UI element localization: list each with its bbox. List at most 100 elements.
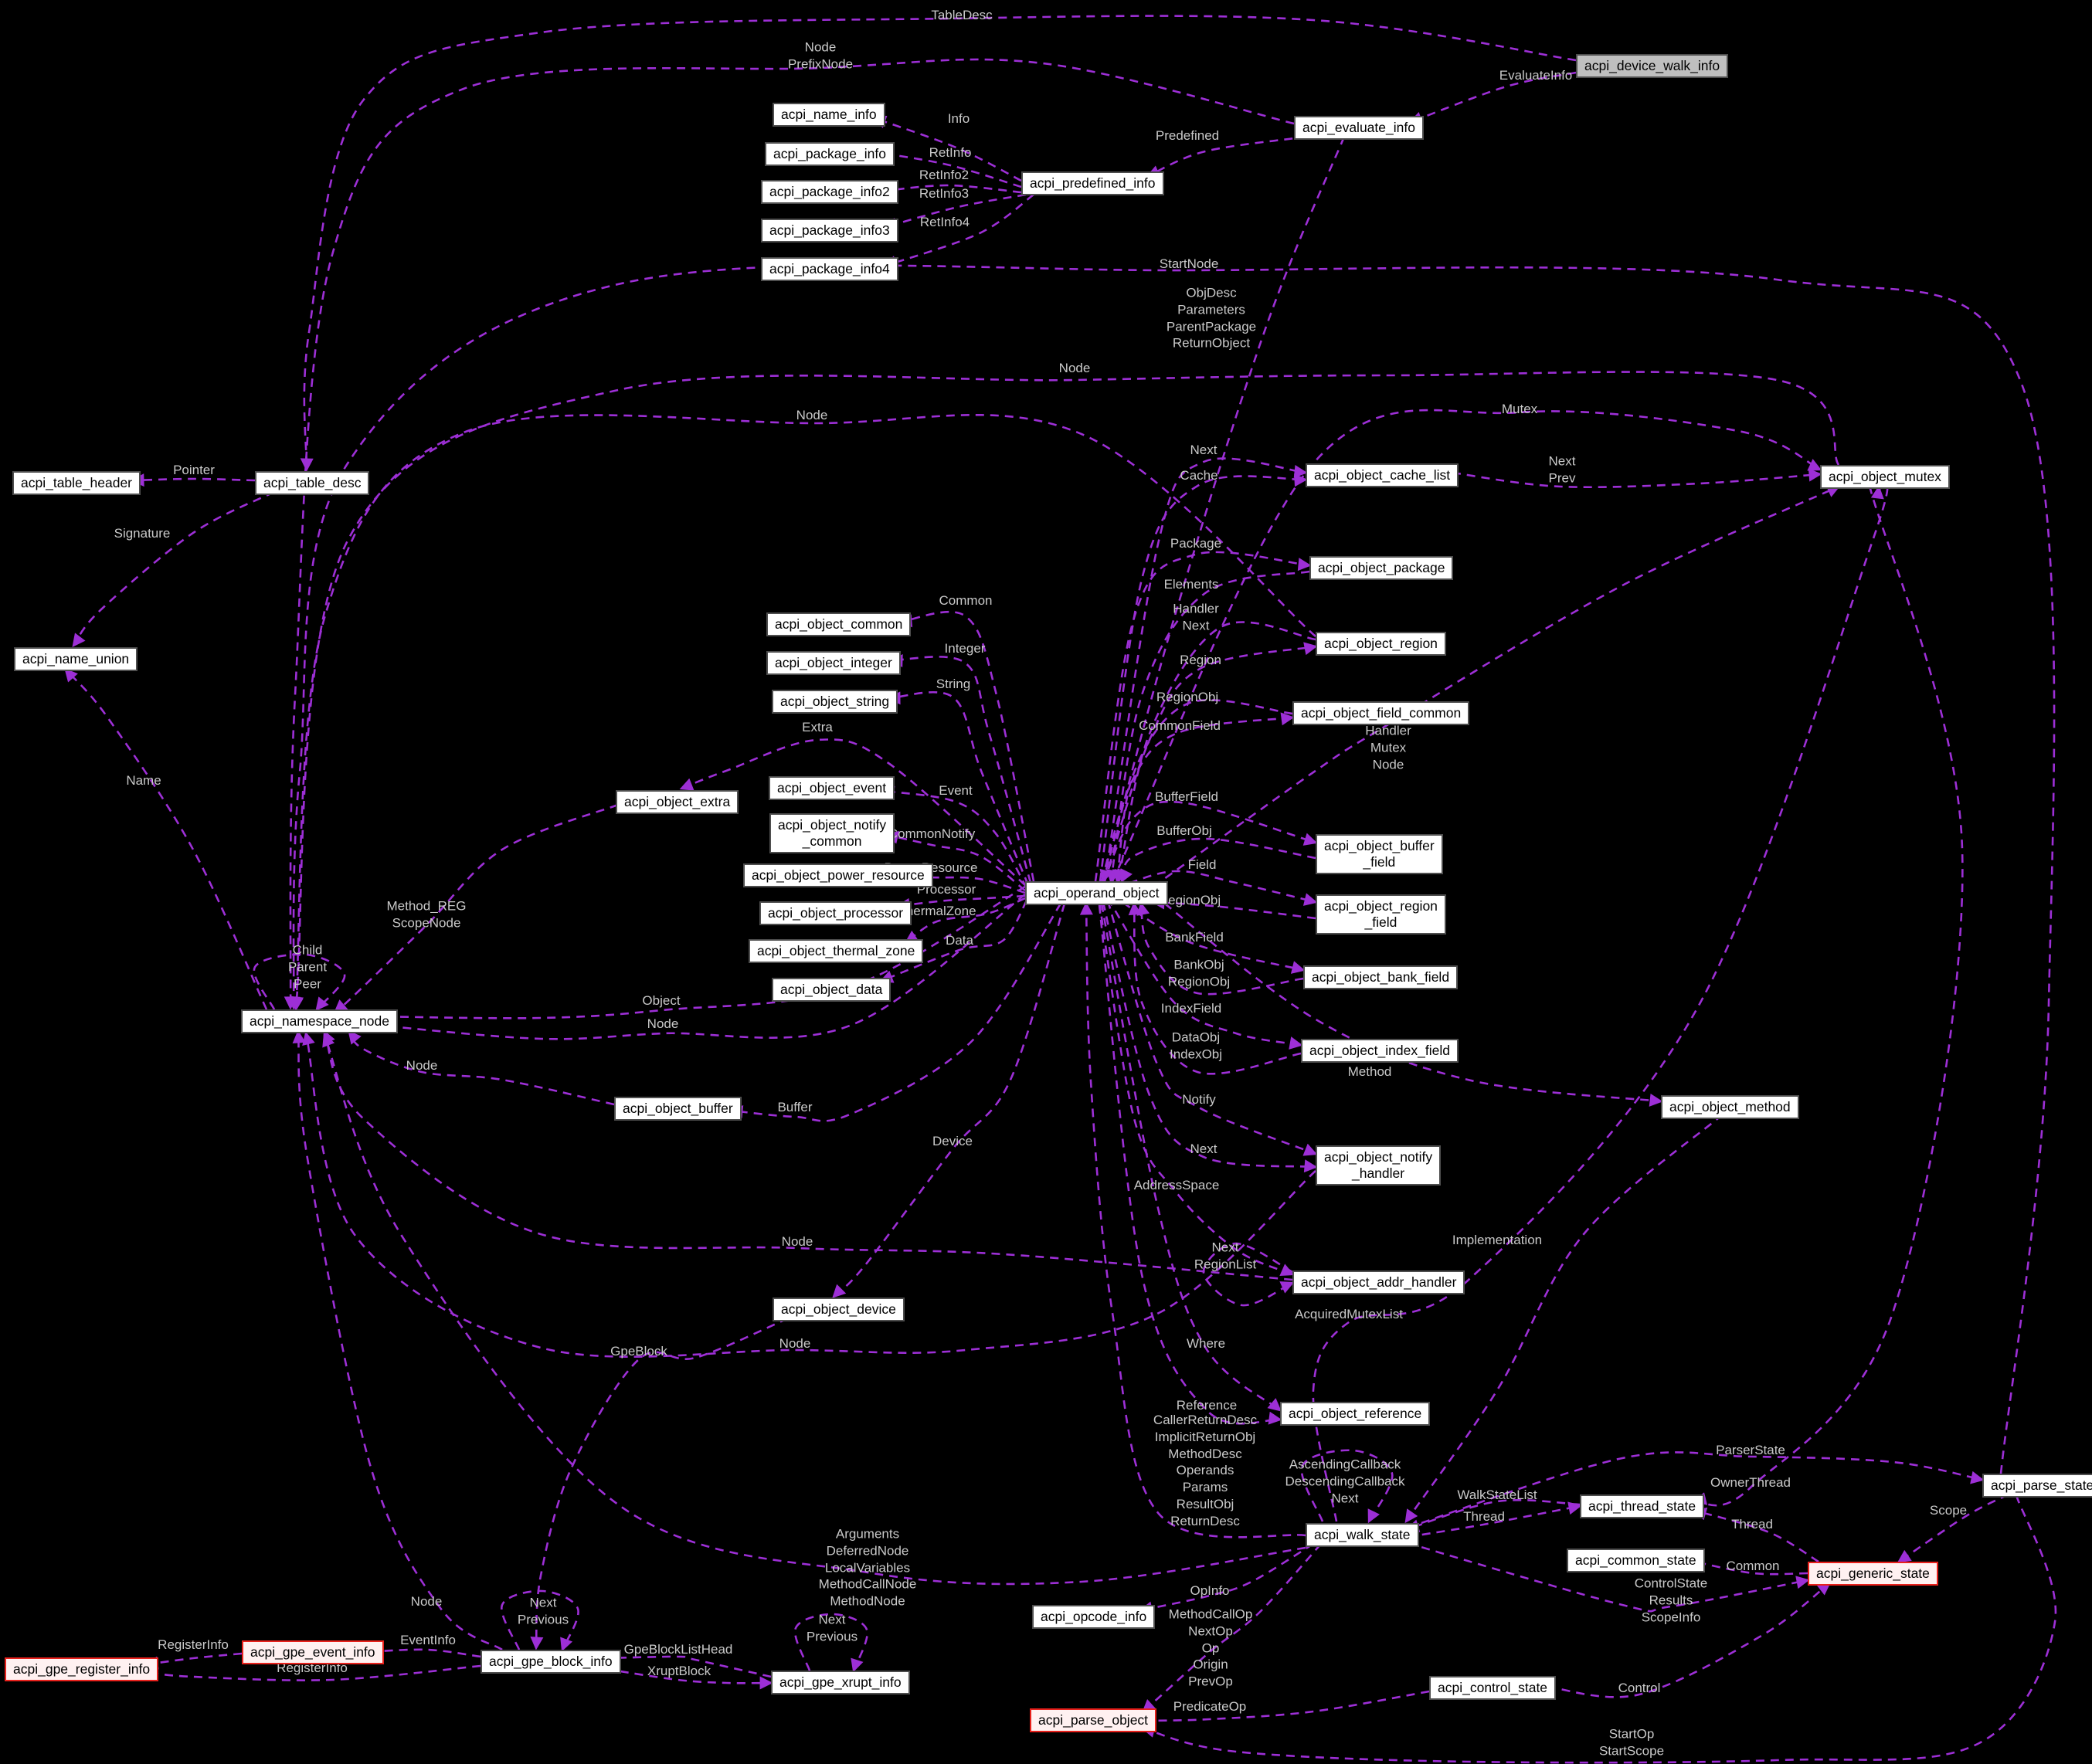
node-oaddr_h[interactable]: acpi_object_addr_handler	[1292, 1270, 1465, 1294]
node-dwi[interactable]: acpi_device_walk_info	[1576, 54, 1729, 78]
node-onotify_h[interactable]: acpi_object_notify _handler	[1316, 1145, 1442, 1186]
node-method[interactable]: acpi_object_method	[1661, 1095, 1799, 1119]
edge-dwi-to-tdesc	[300, 15, 1577, 472]
node-ns[interactable]: acpi_namespace_node	[241, 1009, 398, 1033]
edge-tdesc-to-nunion	[72, 490, 275, 648]
edge-operand-to-ns	[372, 893, 1026, 1040]
edge-mutex-to-thread	[1693, 485, 1964, 1507]
edge-ns-to-nunion	[64, 668, 268, 1010]
edge-eval-to-ns	[284, 58, 1295, 1010]
node-oregion[interactable]: acpi_object_region	[1316, 632, 1446, 656]
edge-generic-to-thread	[1693, 1507, 1819, 1563]
node-obuffer[interactable]: acpi_object_buffer	[614, 1097, 742, 1121]
edge-onotify_h-to-ns	[302, 1031, 1316, 1358]
edge-operand-to-oregion	[1103, 642, 1318, 882]
edge-thread-to-walk	[1405, 1499, 1581, 1532]
edge-parsest-to-ns	[287, 264, 2056, 1474]
node-opcode[interactable]: acpi_opcode_info	[1032, 1605, 1156, 1629]
node-ninfo[interactable]: acpi_name_info	[773, 103, 885, 127]
edge-controlst-to-parseobj	[1141, 1690, 1430, 1728]
edge-gevent-to-greg	[144, 1652, 243, 1670]
node-parsest[interactable]: acpi_parse_state	[1982, 1474, 2092, 1498]
node-oindex_f[interactable]: acpi_object_index_field	[1301, 1039, 1459, 1063]
edge-operand-to-oref	[1098, 904, 1282, 1425]
edge-operand-to-onotify_h	[1102, 901, 1318, 1173]
node-generic[interactable]: acpi_generic_state	[1808, 1562, 1938, 1586]
edge-walk-to-operand	[1079, 901, 1306, 1538]
node-thead[interactable]: acpi_table_header	[12, 471, 141, 495]
edge-operand-to-oindex_f	[1106, 897, 1303, 1050]
edge-ns-to-ns	[253, 953, 346, 1011]
edge-walk-to-opcode	[1139, 1542, 1314, 1615]
edge-oregion_f-to-operand	[1151, 896, 1316, 920]
edge-gblock-to-gxrupt	[605, 1667, 773, 1690]
edge-parsest-to-parseobj	[1141, 1494, 2057, 1764]
node-thread[interactable]: acpi_thread_state	[1580, 1494, 1705, 1518]
node-pinfo[interactable]: acpi_package_info	[765, 142, 895, 166]
edge-mutex-to-ns	[290, 371, 1840, 1010]
node-nunion[interactable]: acpi_name_union	[14, 647, 138, 671]
node-parseobj[interactable]: acpi_parse_object	[1030, 1708, 1157, 1732]
node-pkg[interactable]: acpi_object_package	[1309, 556, 1454, 580]
node-oevent[interactable]: acpi_object_event	[769, 776, 895, 800]
edge-operand-to-oregion_f	[1115, 870, 1318, 906]
node-ocommon[interactable]: acpi_object_common	[766, 612, 912, 636]
edge-pred-to-ninfo	[872, 115, 1022, 182]
node-onotifyc[interactable]: acpi_object_notify _common	[769, 813, 895, 853]
edge-eval-to-pred	[1146, 135, 1308, 178]
node-pred[interactable]: acpi_predefined_info	[1021, 171, 1164, 195]
edge-operand-to-oref	[1100, 903, 1282, 1412]
edge-operand-to-onotify_h	[1106, 900, 1318, 1156]
node-oregion_f[interactable]: acpi_object_region _field	[1316, 894, 1446, 935]
edge-obuff_f-to-operand	[1120, 837, 1316, 884]
node-greg[interactable]: acpi_gpe_register_info	[5, 1657, 159, 1681]
edge-odevice-to-gblock	[530, 1317, 789, 1650]
node-otherm[interactable]: acpi_object_thermal_zone	[749, 939, 924, 963]
edge-operand-to-ostring	[887, 690, 1030, 886]
node-obank_f[interactable]: acpi_object_bank_field	[1303, 965, 1459, 989]
node-ostring[interactable]: acpi_object_string	[772, 690, 898, 714]
edge-oindex_f-to-operand	[1128, 901, 1302, 1075]
node-tdesc[interactable]: acpi_table_desc	[255, 471, 370, 495]
edge-obank_f-to-operand	[1136, 901, 1304, 996]
node-pinfo4[interactable]: acpi_package_info4	[761, 257, 898, 281]
edge-pred-to-pinfo	[878, 148, 1022, 188]
node-odevice[interactable]: acpi_object_device	[773, 1298, 905, 1321]
node-pinfo3[interactable]: acpi_package_info3	[761, 219, 898, 243]
edge-pred-to-pinfo3	[883, 193, 1027, 231]
node-eval[interactable]: acpi_evaluate_info	[1294, 116, 1424, 140]
edge-operand-to-cache	[1103, 457, 1308, 882]
node-oproc[interactable]: acpi_object_processor	[759, 901, 912, 925]
node-gxrupt[interactable]: acpi_gpe_xrupt_info	[771, 1671, 910, 1694]
edge-gblock-to-greg	[144, 1664, 481, 1681]
node-pinfo2[interactable]: acpi_package_info2	[761, 180, 898, 204]
node-gblock[interactable]: acpi_gpe_block_info	[481, 1650, 621, 1674]
edge-walk-to-mutex	[1312, 483, 1889, 1522]
node-oextra[interactable]: acpi_object_extra	[616, 790, 739, 814]
edge-operand-to-obuffer	[729, 903, 1062, 1122]
edge-walk-to-ns	[322, 1033, 1306, 1586]
edge-method-to-walk	[1404, 1114, 1724, 1524]
node-ofieldc[interactable]: acpi_object_field_common	[1292, 701, 1470, 725]
node-controlst[interactable]: acpi_control_state	[1429, 1676, 1557, 1700]
node-walk[interactable]: acpi_walk_state	[1306, 1523, 1419, 1547]
edge-operand-to-mutex	[1153, 485, 1841, 888]
node-ointeger[interactable]: acpi_object_integer	[766, 651, 901, 675]
edge-eval-to-operand	[1099, 136, 1346, 884]
node-opower[interactable]: acpi_object_power_resource	[743, 863, 933, 887]
edge-operand-to-ointeger	[889, 653, 1032, 884]
node-gevent[interactable]: acpi_gpe_event_info	[242, 1640, 384, 1664]
node-odata[interactable]: acpi_object_data	[772, 978, 891, 1002]
node-obuff_f[interactable]: acpi_object_buffer _field	[1316, 834, 1443, 874]
node-commonst[interactable]: acpi_common_state	[1567, 1549, 1705, 1572]
edge-oaddr_h-to-ns	[323, 1030, 1293, 1281]
edge-walk-to-parseobj	[1142, 1543, 1322, 1713]
edge-oregion-to-ns	[290, 413, 1316, 1012]
edge-pred-to-pinfo4	[883, 193, 1034, 269]
edge-gblock-to-gblock	[501, 1589, 579, 1652]
node-mutex[interactable]: acpi_object_mutex	[1820, 465, 1950, 489]
node-cache[interactable]: acpi_object_cache_list	[1306, 463, 1459, 487]
node-oref[interactable]: acpi_object_reference	[1280, 1402, 1431, 1426]
node-operand[interactable]: acpi_operand_object	[1025, 881, 1168, 905]
edge-gblock-to-ns	[292, 1030, 503, 1651]
